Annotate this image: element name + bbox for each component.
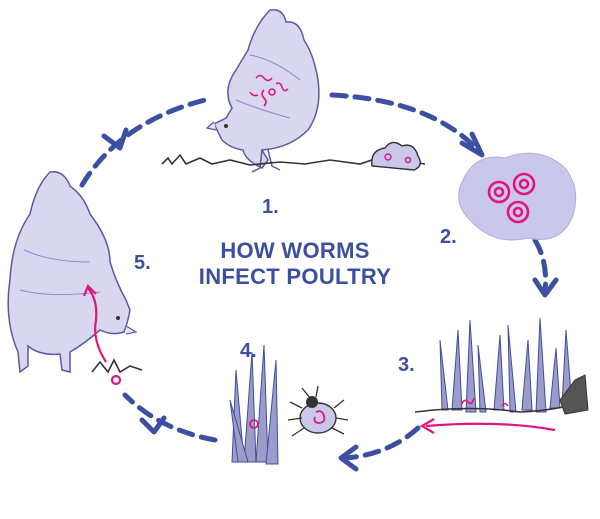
larva-in-grass (249, 419, 259, 429)
ground-stage-3 (414, 374, 589, 415)
step-number-5: 5. (134, 252, 151, 274)
hen-illustration-stage-1 (205, 9, 320, 173)
title-line-1: HOW WORMS (220, 238, 370, 263)
cycle-arrow-3-to-4 (342, 425, 421, 461)
arrowhead-1-to-2 (459, 131, 485, 158)
arrowhead-5-to-1 (101, 127, 129, 151)
larva-migration-arrowhead (419, 418, 435, 434)
arrowhead-4-to-5 (139, 415, 167, 435)
arrowhead-3-to-4 (338, 444, 359, 472)
cycle-arrow-2-to-3 (532, 237, 548, 293)
ground-stage-5 (91, 358, 143, 374)
cycle-arrow-4-to-5 (122, 392, 218, 443)
worms-inside-hen (249, 74, 289, 107)
hen-illustration-stage-5 (7, 171, 138, 374)
step-number-1: 1. (262, 196, 279, 218)
worm-icon (82, 284, 122, 386)
larva-migration-arrow (425, 422, 556, 432)
title-line-2: INFECT POULTRY (198, 264, 392, 289)
diagram-title: HOW WORMS INFECT POULTRY (160, 238, 430, 290)
droppings-icon (371, 141, 421, 171)
step-number-2: 2. (440, 226, 457, 248)
grass-illustration-stage-3 (439, 317, 573, 413)
arrowhead-2-to-3 (532, 277, 559, 298)
step-number-3: 3. (398, 354, 415, 376)
cycle-arrow-5-to-1 (79, 97, 208, 188)
larvae-stage-3 (461, 397, 509, 407)
egg-cluster-icon (458, 152, 577, 241)
beetle-icon (287, 385, 349, 437)
cycle-arrow-1-to-2 (329, 92, 481, 153)
grass-illustration-stage-4 (229, 344, 279, 465)
step-number-4: 4. (240, 340, 257, 362)
